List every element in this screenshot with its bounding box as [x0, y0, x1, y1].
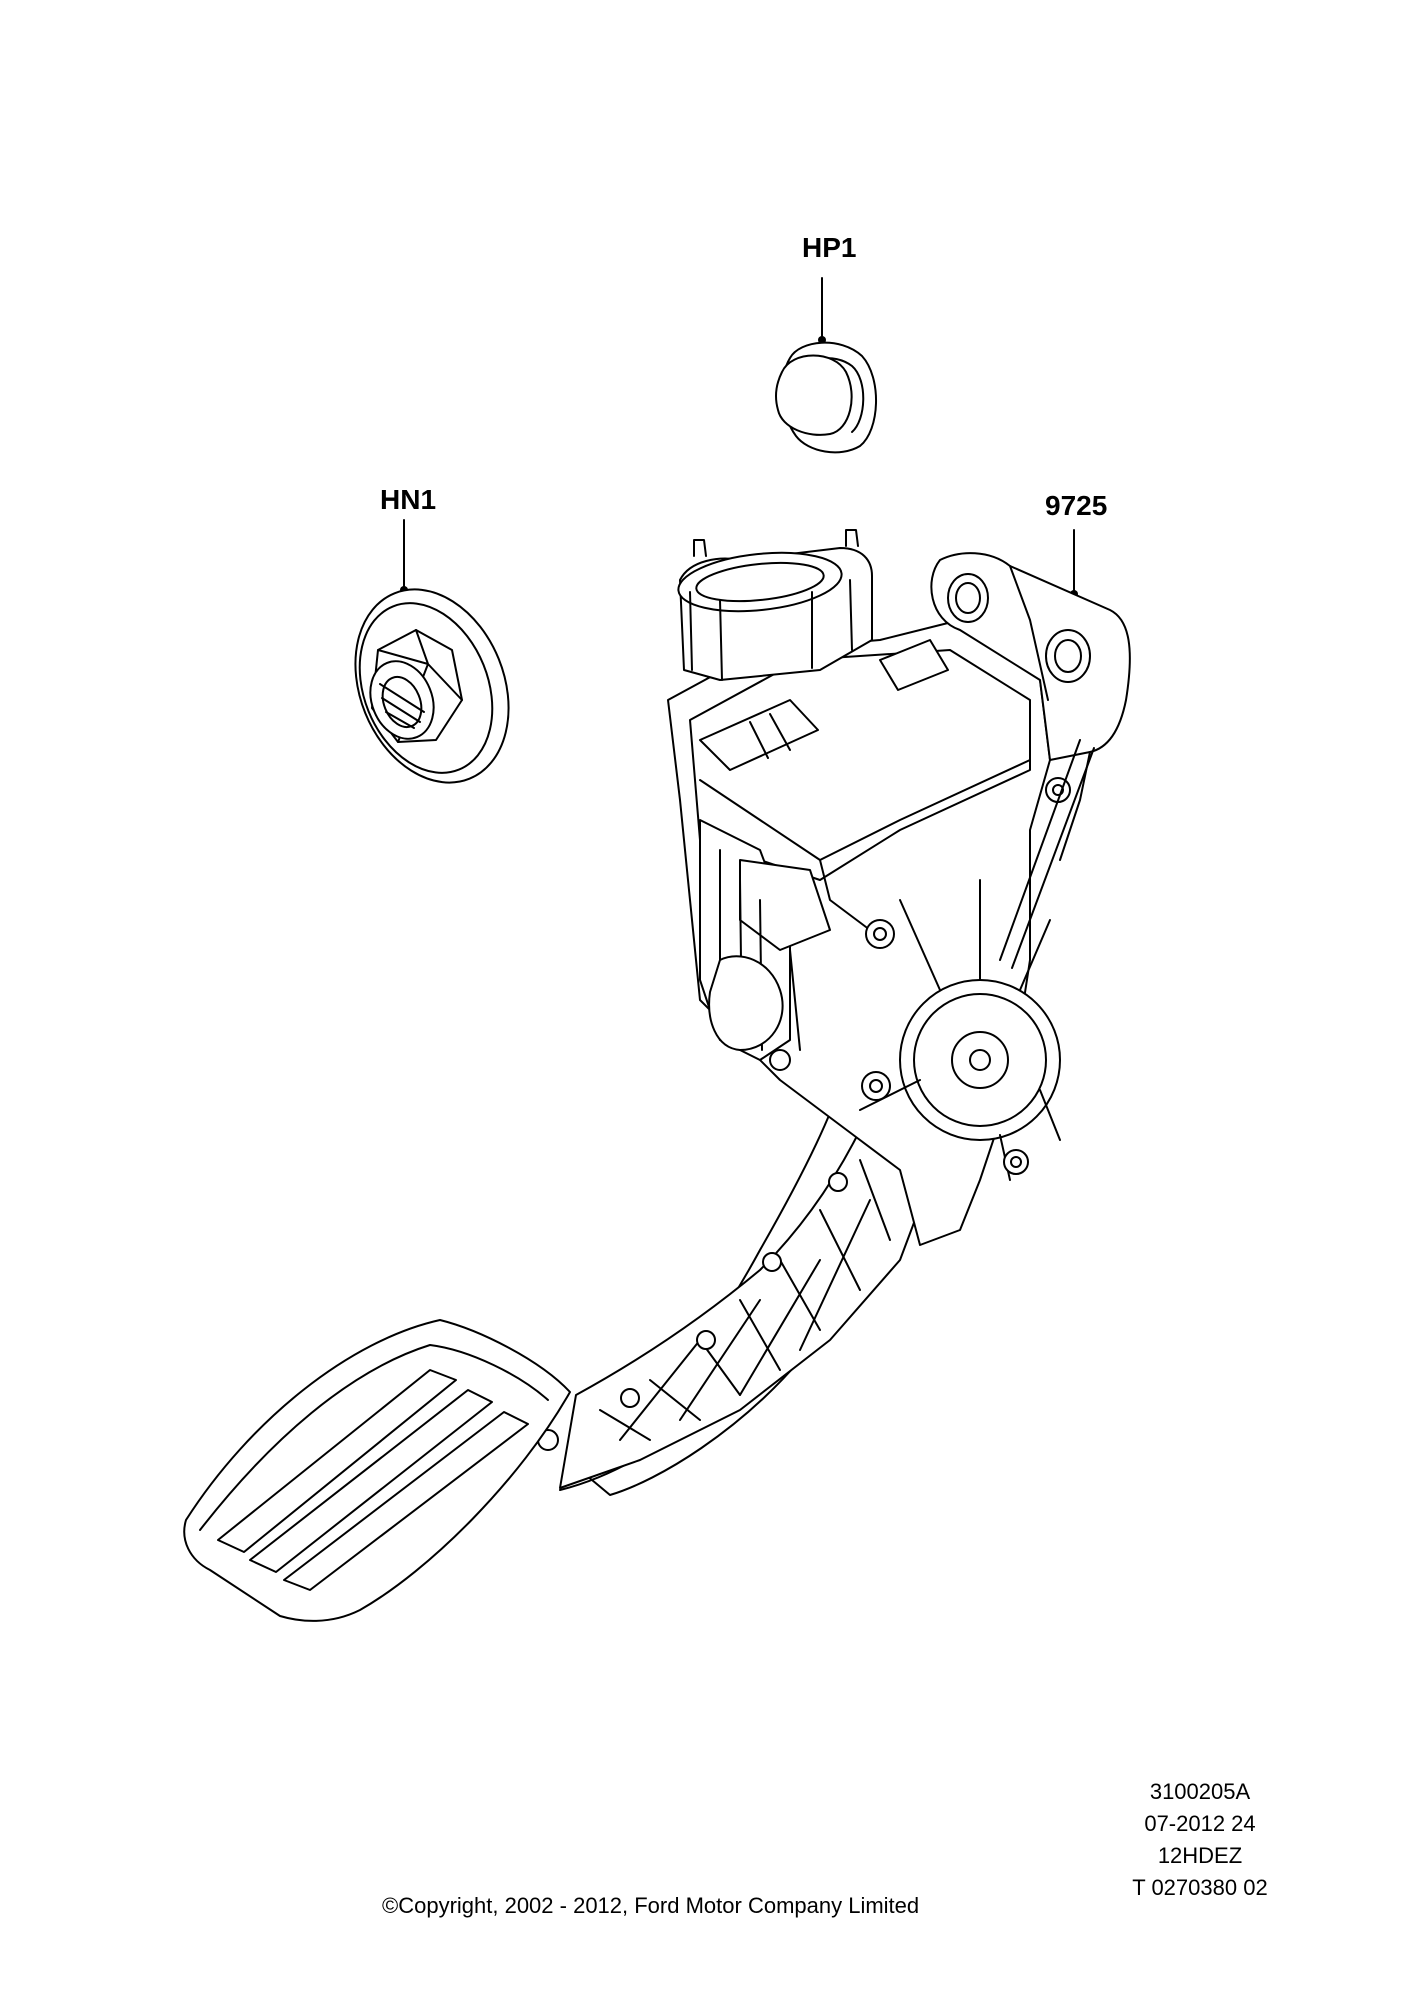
callout-hp1: HP1 — [802, 232, 857, 263]
callout-9725: 9725 — [1045, 490, 1108, 521]
leader-lines — [400, 277, 1078, 598]
callout-hn1: HN1 — [380, 484, 437, 515]
nut-hn1 — [354, 588, 510, 784]
footer-code-line-2: 07-2012 24 — [1144, 1811, 1256, 1836]
pedal-assembly-9725 — [183, 529, 1131, 1622]
copyright-notice: ©Copyright, 2002 - 2012, Ford Motor Comp… — [382, 1893, 920, 1918]
footer-code-line-4: T 0270380 02 — [1132, 1875, 1268, 1900]
foot-pad — [183, 1319, 571, 1622]
footer-code-line-3: 12HDEZ — [1157, 1843, 1243, 1868]
pedal-ribs — [559, 1119, 931, 1489]
footer-code-line-1: 3100205A — [1149, 1779, 1251, 1804]
plug-hp1 — [774, 341, 878, 454]
